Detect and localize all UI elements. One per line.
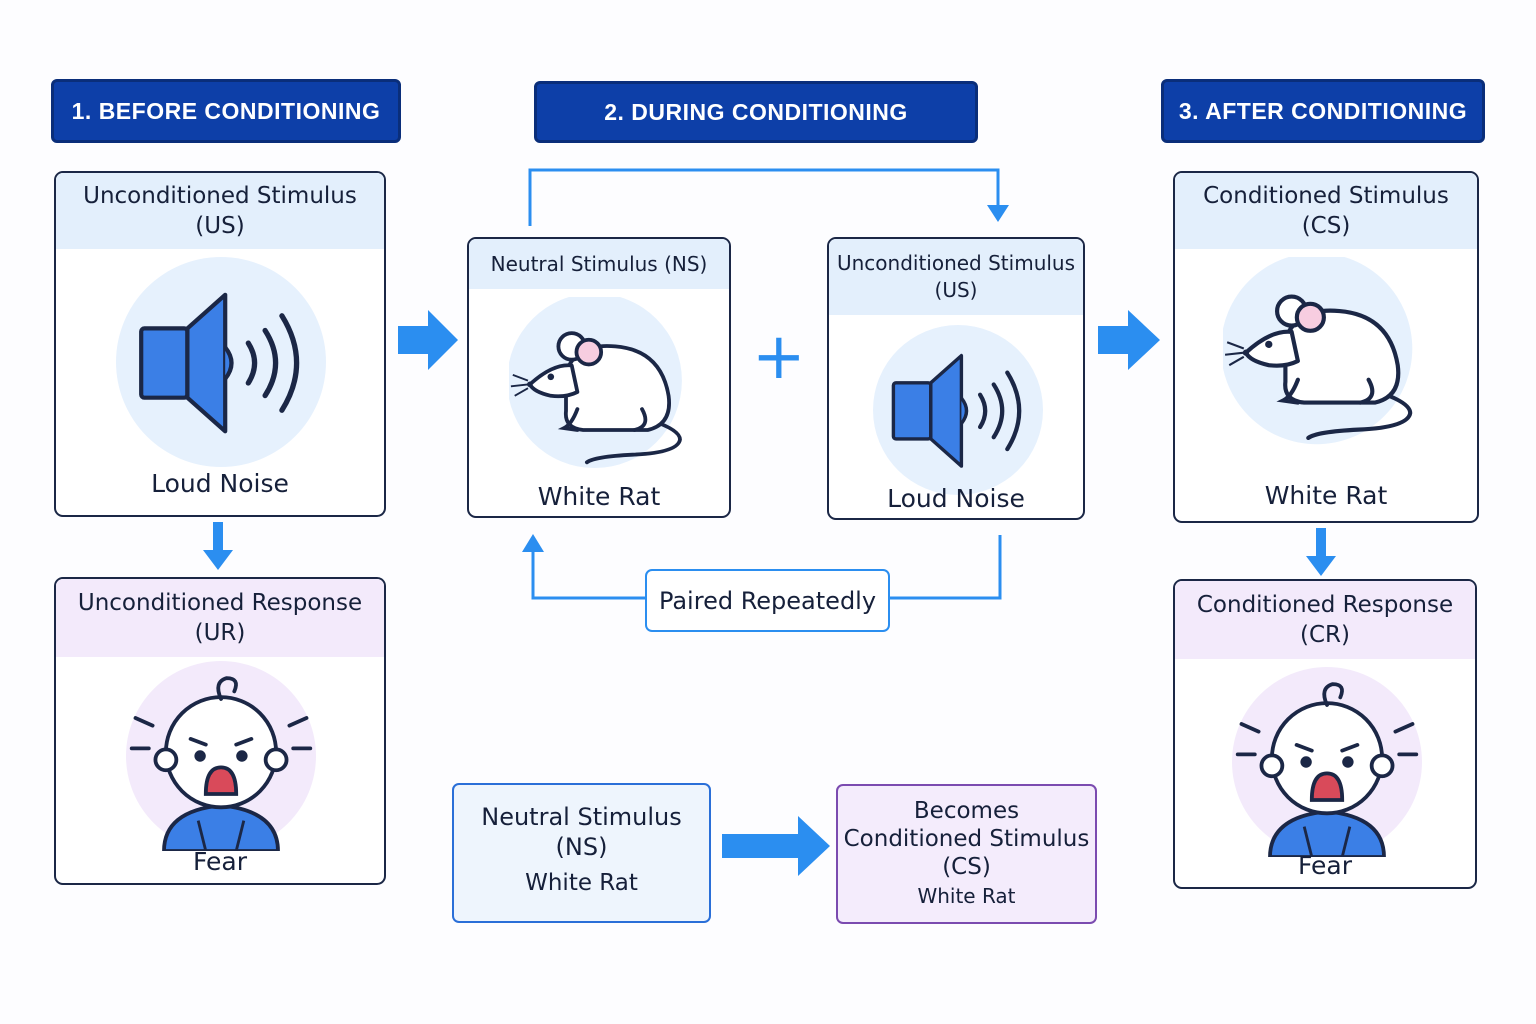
arrow-right-icon [398, 310, 458, 370]
ur-card-before: Unconditioned Response (UR) Fear [54, 577, 386, 885]
arrow-down-icon [1306, 528, 1336, 576]
cs-card-after: Conditioned Stimulus (CS) White Rat [1173, 171, 1479, 523]
rat-icon [509, 297, 699, 487]
plus-icon: + [752, 320, 806, 394]
cr-card-after: Conditioned Response (CR) Fear [1173, 579, 1477, 889]
card-label: Loud Noise [151, 469, 289, 498]
card-title-abbr: (CR) [1300, 622, 1350, 648]
card-title: Conditioned Stimulus [1203, 183, 1449, 209]
card-label: White Rat [537, 482, 661, 511]
summary-ns-title: Neutral Stimulus [481, 803, 682, 831]
paired-repeatedly-label: Paired Repeatedly [645, 569, 890, 632]
summary-ns-label: White Rat [525, 870, 638, 896]
summary-cs-label: White Rat [917, 884, 1016, 908]
crying-baby-icon [126, 661, 316, 851]
summary-cs-becomes: Becomes [913, 798, 1020, 824]
arrow-down-icon [203, 522, 233, 570]
card-title-abbr: (CS) [1301, 213, 1351, 239]
card-title-abbr: (UR) [194, 620, 246, 646]
card-header: Conditioned Stimulus (CS) [1175, 173, 1477, 249]
card-label: White Rat [1264, 481, 1388, 510]
arrow-right-icon [1098, 310, 1160, 370]
pair-loop-bottom-right-line [890, 535, 1002, 600]
summary-cs-box: Becomes Conditioned Stimulus (CS) White … [836, 784, 1097, 924]
summary-ns-abbr: (NS) [555, 833, 608, 861]
stage-header-before: 1. BEFORE CONDITIONING [51, 79, 401, 143]
speaker-icon [873, 325, 1043, 495]
paired-text: Paired Repeatedly [658, 586, 877, 615]
crying-baby-icon [1232, 667, 1422, 857]
card-label: Fear [193, 847, 247, 876]
card-header: Unconditioned Stimulus (US) [56, 173, 384, 249]
card-title: Conditioned Response [1196, 592, 1454, 618]
ns-card-during: Neutral Stimulus (NS) White Rat [467, 237, 731, 518]
card-header: Unconditioned Response (UR) [56, 579, 384, 657]
summary-cs-title: Conditioned Stimulus [843, 826, 1090, 852]
arrow-up-icon [522, 534, 544, 552]
us-card-before: Unconditioned Stimulus (US) Loud Noise [54, 171, 386, 517]
us-card-during: Unconditioned Stimulus (US) Loud Noise [827, 237, 1085, 520]
rat-icon [1223, 257, 1431, 465]
arrow-right-icon [722, 816, 830, 876]
card-title: Unconditioned Stimulus [836, 251, 1076, 275]
pair-loop-bottom-left-line [531, 545, 645, 600]
card-title: Unconditioned Response [77, 590, 363, 616]
card-header: Conditioned Response (CR) [1175, 581, 1475, 659]
card-label: Loud Noise [887, 484, 1025, 513]
stage-header-after: 3. AFTER CONDITIONING [1161, 79, 1485, 143]
card-label: Fear [1298, 851, 1352, 880]
card-header: Unconditioned Stimulus (US) [829, 239, 1083, 315]
summary-cs-abbr: (CS) [942, 854, 991, 880]
arrow-down-icon [987, 205, 1009, 222]
card-title: Unconditioned Stimulus [83, 183, 357, 209]
card-title: Neutral Stimulus (NS) [490, 251, 708, 276]
card-header: Neutral Stimulus (NS) [469, 239, 729, 289]
speaker-icon [116, 257, 326, 467]
summary-ns-box: Neutral Stimulus (NS) White Rat [452, 783, 711, 923]
stage-header-during: 2. DURING CONDITIONING [534, 81, 978, 143]
card-title-abbr: (US) [934, 278, 978, 302]
pair-loop-top-line [528, 168, 1000, 226]
card-title-abbr: (US) [195, 213, 245, 239]
